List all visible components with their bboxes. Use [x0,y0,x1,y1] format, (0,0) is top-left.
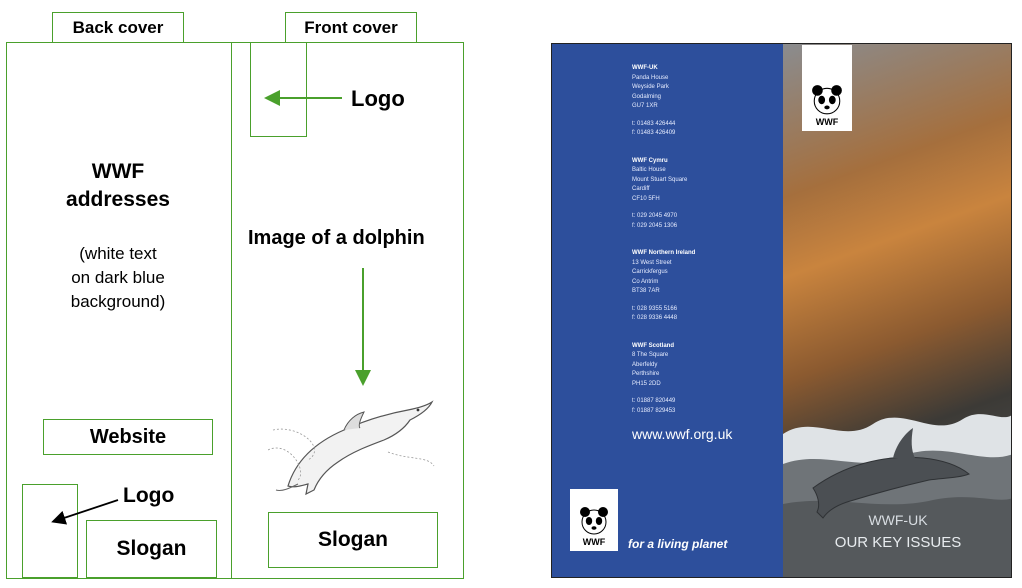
address-line: Perthshire [632,371,660,377]
address-line: Co Antrim [632,278,659,285]
slogan-label-front: Slogan [317,528,388,551]
front-logo-text: WWF [815,117,839,127]
front-cover-tab: Front cover [285,12,417,43]
address-phone: t: 01483 426444 [632,120,676,127]
address-gap [632,204,695,212]
address-line: Cardiff [632,186,650,192]
address-phone: t: 01887 820449 [632,398,676,404]
panda-icon [812,85,842,115]
address-phone: f: 01887 829453 [632,407,676,414]
address-gap [632,297,695,305]
logo-label-front: Logo [351,86,405,111]
address-phone: f: 029 2045 1306 [632,222,678,229]
website-box: Website [43,419,213,455]
sea-and-dolphin-photo [783,414,1011,577]
address-line: BT38 7AR [632,288,660,294]
dolphin-sketch-image [268,400,435,496]
brochure-slogan: for a living planet [628,537,728,551]
address-name: WWF Scotland [632,342,674,349]
website-label: Website [89,425,167,448]
front-panda-logo: WWF [802,45,852,131]
back-cover-tab: Back cover [52,12,184,43]
address-line: PH15 2DD [632,380,661,387]
slogan-label-back: Slogan [116,537,187,560]
address-gap [632,112,695,120]
address-phone: f: 01483 426409 [632,130,676,136]
front-title-line1: WWF-UK [868,512,928,528]
address-name: WWF-UK [632,65,658,71]
address-phone: t: 029 2045 4970 [632,213,678,219]
logo-label-back: Logo [123,484,175,507]
arrow-logo-back [51,499,119,525]
address-line: GU7 1XR [632,103,658,109]
slogan-box-back: Slogan [86,520,217,578]
address-name: WWF Northern Ireland [632,250,696,256]
address-line: Weyside Park [632,84,669,90]
brochure-website: www.wwf.org.uk [632,426,733,442]
diagram-arrows [51,90,371,525]
address-line: Baltic House [632,167,666,173]
address-name: WWF Cymru [632,157,668,164]
address-phone: t: 028 9355 5166 [632,305,678,312]
front-cover-tab-label: Front cover [304,17,398,37]
address-line: 13 West Street [632,259,672,266]
back-panda-logo: WWF [570,489,618,551]
address-line: Carrickfergus [632,269,668,275]
address-line: Panda House [632,74,669,81]
image-label: Image of a dolphin [248,227,425,249]
brochure-front-cover: WWF WWF-UK OUR KEY ISSUES [783,44,1011,577]
address-line: Aberfeldy [632,361,658,368]
front-title-line2: OUR KEY ISSUES [834,534,962,551]
addresses-note: (white text on dark blue background) [70,244,166,311]
back-cover-tab-label: Back cover [72,17,164,37]
addresses-heading: WWF addresses [66,160,170,211]
address-line: Godalming [632,93,662,100]
logo-box-front [250,42,307,137]
back-logo-text: WWF [582,537,606,547]
panda-icon [580,507,608,535]
slogan-box-front: Slogan [268,512,438,568]
address-line: 8 The Square [632,352,669,358]
address-line: CF10 5FH [632,195,660,202]
address-gap [632,389,695,397]
address-line: Mount Stuart Square [632,176,688,183]
logo-box-back [22,484,78,578]
address-phone: f: 028 9336 4448 [632,315,678,321]
